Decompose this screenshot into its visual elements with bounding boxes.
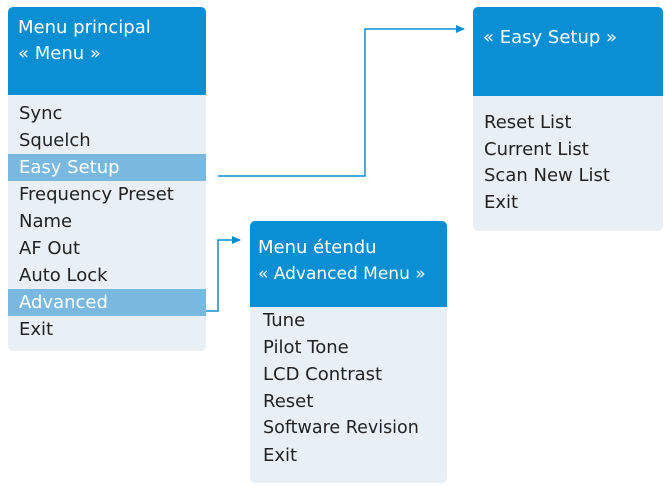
main-menu-list: Sync Squelch Easy Setup Frequency Preset… — [8, 95, 206, 343]
easy-setup-header: « Easy Setup » — [473, 7, 663, 96]
advanced-connector — [205, 236, 241, 312]
advanced-menu-item-lcd-contrast[interactable]: LCD Contrast — [263, 364, 383, 385]
advanced-menu-item-software-revision[interactable]: Software Revision — [263, 418, 419, 438]
main-menu-item-advanced[interactable]: Advanced — [8, 289, 206, 316]
easy-setup-list: Reset List Current List Scan New List Ex… — [473, 96, 663, 216]
advanced-menu-header: Menu étendu « Advanced Menu » — [250, 221, 447, 307]
advanced-menu-panel: Menu étendu « Advanced Menu » Tune Pilot… — [250, 221, 447, 483]
main-menu-item-frequency-preset[interactable]: Frequency Preset — [19, 184, 174, 205]
main-menu-header: Menu principal « Menu » — [8, 7, 206, 95]
main-menu-item-easy-setup[interactable]: Easy Setup — [8, 154, 206, 181]
advanced-menu-subtitle: « Advanced Menu » — [258, 264, 426, 284]
easy-setup-item-exit[interactable]: Exit — [484, 191, 519, 213]
easy-setup-item-scan-new-list[interactable]: Scan New List — [484, 165, 610, 186]
advanced-menu-item-pilot-tone[interactable]: Pilot Tone — [263, 337, 349, 358]
advanced-menu-title: Menu étendu — [258, 237, 377, 258]
main-menu-item-af-out[interactable]: AF Out — [19, 238, 81, 259]
main-menu-item-sync[interactable]: Sync — [19, 103, 63, 124]
main-menu-item-exit[interactable]: Exit — [19, 319, 54, 340]
easy-setup-connector — [218, 25, 465, 177]
advanced-menu-item-exit[interactable]: Exit — [263, 445, 298, 466]
main-menu-item-auto-lock[interactable]: Auto Lock — [19, 265, 108, 286]
easy-setup-item-reset-list[interactable]: Reset List — [484, 112, 572, 133]
advanced-menu-item-reset[interactable]: Reset — [263, 391, 314, 412]
main-menu-panel: Menu principal « Menu » Sync Squelch Eas… — [8, 7, 206, 351]
easy-setup-title: « Easy Setup » — [483, 27, 618, 48]
main-menu-item-name[interactable]: Name — [19, 211, 73, 232]
main-menu-title: Menu principal — [18, 17, 151, 38]
advanced-menu-list: Tune Pilot Tone LCD Contrast Reset Softw… — [250, 307, 447, 469]
advanced-menu-item-tune[interactable]: Tune — [263, 310, 306, 331]
main-menu-subtitle: « Menu » — [18, 43, 101, 64]
easy-setup-item-current-list[interactable]: Current List — [484, 138, 589, 160]
main-menu-item-squelch[interactable]: Squelch — [19, 130, 91, 151]
easy-setup-panel: « Easy Setup » Reset List Current List S… — [473, 7, 663, 231]
